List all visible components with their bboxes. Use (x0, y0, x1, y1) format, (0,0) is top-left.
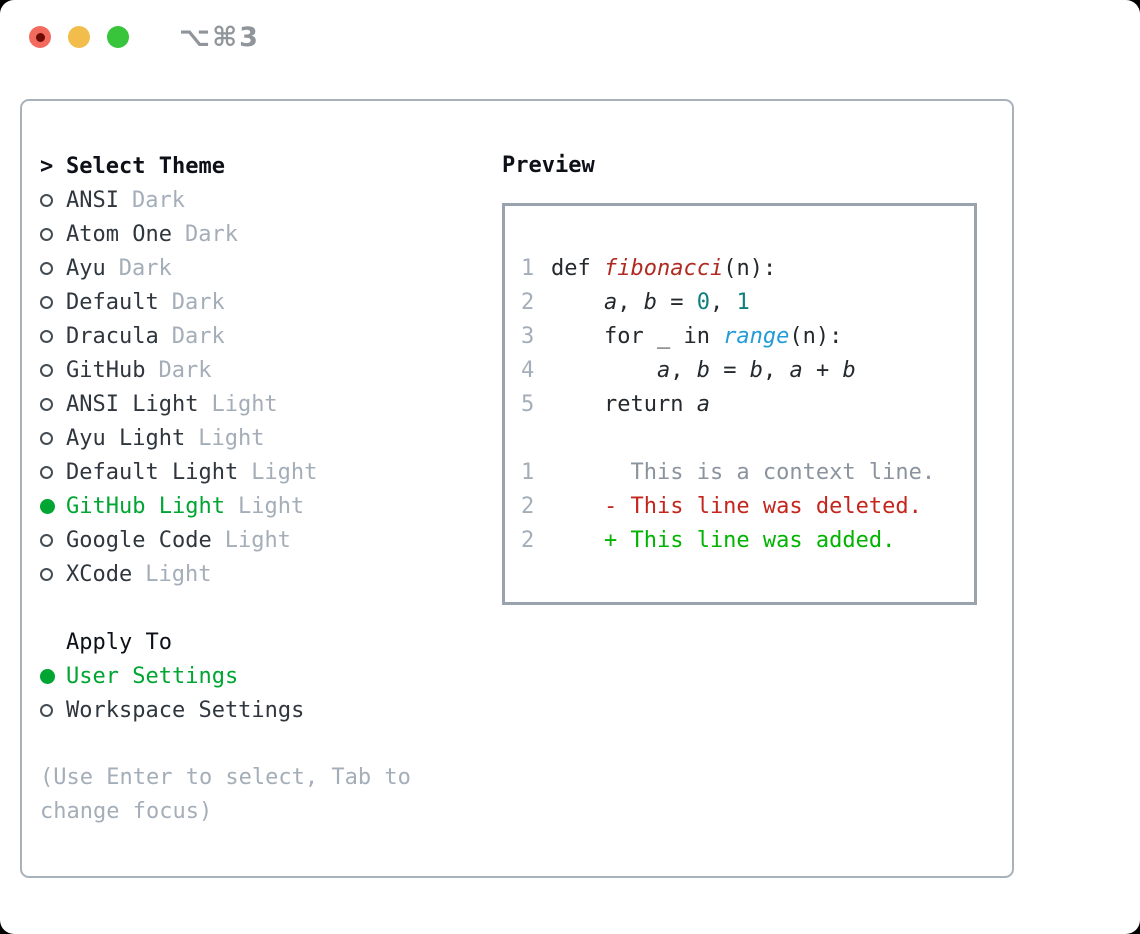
radio-icon (40, 261, 53, 275)
theme-variant-tag: Dark (158, 357, 212, 383)
theme-item-ansi-light[interactable]: ANSI Light Light (40, 387, 411, 421)
preview-diff-line: 2 + This line was added. (521, 524, 974, 558)
theme-item-xcode[interactable]: XCode Light (40, 557, 411, 591)
preview-diff-line: 1 This is a context line. (521, 456, 974, 490)
theme-item-github-light[interactable]: GitHub Light Light (40, 489, 411, 523)
theme-item-ansi[interactable]: ANSI Dark (40, 183, 411, 217)
theme-item-dracula[interactable]: Dracula Dark (40, 319, 411, 353)
line-number: 1 (521, 460, 535, 485)
theme-item-ayu-light-label: Ayu Light (66, 425, 186, 451)
line-number: 1 (521, 256, 535, 281)
diff-text: - This line was deleted. (551, 494, 922, 519)
theme-variant-tag: Dark (184, 221, 238, 247)
apply-option-user-settings[interactable]: User Settings (40, 659, 411, 693)
radio-icon (40, 363, 53, 377)
select-theme-title: Select Theme (66, 153, 225, 179)
preview-diff-line: 2 - This line was deleted. (521, 490, 974, 524)
minimize-button[interactable] (68, 26, 90, 48)
theme-item-default-light[interactable]: Default Light Light (40, 455, 411, 489)
preview-title: Preview (502, 153, 595, 178)
spacer-row (40, 727, 411, 761)
close-dot-icon (35, 32, 45, 42)
window-title: ⌥⌘3 (179, 21, 260, 53)
radio-icon (40, 329, 53, 343)
preview-code-line: 4 a, b = b, a + b (521, 354, 974, 388)
theme-item-google-code[interactable]: Google Code Light (40, 523, 411, 557)
theme-item-ayu-label: Ayu (66, 255, 106, 281)
theme-item-ayu-light[interactable]: Ayu Light Light (40, 421, 411, 455)
radio-icon (40, 703, 53, 717)
theme-item-github[interactable]: GitHub Dark (40, 353, 411, 387)
preview-code-line: 2 a, b = 0, 1 (521, 286, 974, 320)
radio-icon (40, 193, 53, 207)
apply-option-user-settings-label: User Settings (66, 663, 239, 689)
apply-to-title: Apply To (66, 629, 172, 655)
spacer-row (521, 422, 974, 456)
radio-selected-icon (40, 668, 55, 684)
theme-item-github-label: GitHub (66, 357, 146, 383)
theme-variant-tag: Light (145, 561, 212, 587)
radio-icon (40, 567, 53, 581)
apply-option-workspace-settings[interactable]: Workspace Settings (40, 693, 411, 727)
line-number: 4 (521, 358, 535, 383)
line-number: 2 (521, 494, 535, 519)
line-number: 5 (521, 392, 535, 417)
select-theme-header: > Select Theme (40, 149, 411, 183)
preview-code-line: 3 for _ in range(n): (521, 320, 974, 354)
hint-line-1: (Use Enter to select, Tab to (40, 765, 411, 790)
diff-text: This is a context line. (551, 460, 936, 485)
radio-icon (40, 227, 53, 241)
hint-line-2: change focus) (40, 799, 213, 824)
radio-icon (40, 295, 53, 309)
hint-text: (Use Enter to select, Tab to change focu… (40, 761, 411, 829)
theme-variant-tag: Light (224, 527, 291, 553)
maximize-button[interactable] (107, 26, 129, 48)
spacer-row (40, 591, 411, 625)
theme-item-atom-one-label: Atom One (66, 221, 172, 247)
theme-variant-tag: Light (198, 425, 265, 451)
theme-variant-tag: Light (251, 459, 318, 485)
radio-icon (40, 533, 53, 547)
radio-icon (40, 465, 53, 479)
line-number: 2 (521, 290, 535, 315)
prompt-caret-icon: > (40, 153, 54, 179)
theme-variant-tag: Dark (131, 187, 185, 213)
theme-variant-tag: Light (211, 391, 278, 417)
theme-item-github-light-label: GitHub Light (66, 493, 225, 519)
radio-icon (40, 397, 53, 411)
theme-variant-tag: Dark (118, 255, 172, 281)
theme-item-ayu[interactable]: Ayu Dark (40, 251, 411, 285)
theme-item-atom-one[interactable]: Atom One Dark (40, 217, 411, 251)
titlebar: ⌥⌘3 (0, 0, 1140, 74)
theme-item-default-label: Default (66, 289, 159, 315)
theme-item-google-code-label: Google Code (66, 527, 212, 553)
theme-variant-tag: Dark (171, 289, 225, 315)
line-number: 2 (521, 528, 535, 553)
theme-variant-tag: Dark (171, 323, 225, 349)
diff-text: + This line was added. (551, 528, 896, 553)
apply-to-header: Apply To (40, 625, 411, 659)
close-button[interactable] (29, 26, 51, 48)
theme-item-ansi-label: ANSI (66, 187, 119, 213)
theme-variant-tag: Light (237, 493, 305, 519)
preview-code-line: 5 return a (521, 388, 974, 422)
line-number: 3 (521, 324, 535, 349)
radio-icon (40, 431, 53, 445)
apply-option-workspace-settings-label: Workspace Settings (66, 697, 305, 723)
theme-item-dracula-label: Dracula (66, 323, 159, 349)
radio-selected-icon (40, 498, 55, 514)
theme-item-default-light-label: Default Light (66, 459, 239, 485)
theme-item-ansi-light-label: ANSI Light (66, 391, 199, 417)
theme-item-default[interactable]: Default Dark (40, 285, 411, 319)
theme-item-xcode-label: XCode (66, 561, 133, 587)
